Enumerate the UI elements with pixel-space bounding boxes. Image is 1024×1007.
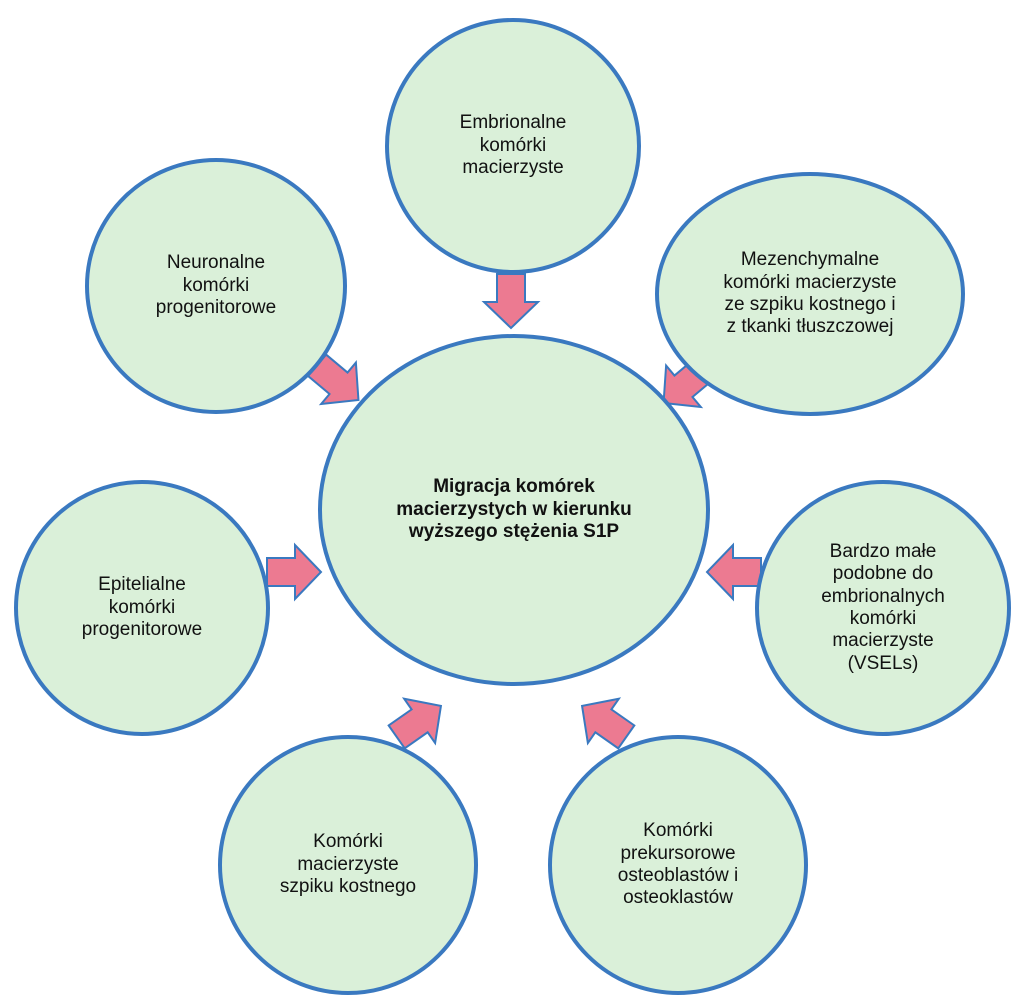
node-vsels-label: Bardzo małe podobne do embrionalnych kom… bbox=[821, 540, 945, 674]
node-prekursorowe: Komórki prekursorowe osteoblastów i oste… bbox=[548, 735, 808, 995]
node-mezenchymalne-label: Mezenchymalne komórki macierzyste ze szp… bbox=[723, 249, 897, 338]
arrow-from-neuronalne bbox=[306, 353, 360, 406]
node-embrionalne: Embrionalne komórki macierzyste bbox=[385, 18, 641, 274]
arrow-from-szpiku bbox=[387, 697, 443, 750]
arrow-from-prekursorowe bbox=[580, 697, 636, 750]
node-vsels: Bardzo małe podobne do embrionalnych kom… bbox=[755, 480, 1011, 736]
node-center-migracja: Migracja komórek macierzystych w kierunk… bbox=[318, 334, 710, 686]
node-szpiku: Komórki macierzyste szpiku kostnego bbox=[218, 735, 478, 995]
node-mezenchymalne: Mezenchymalne komórki macierzyste ze szp… bbox=[655, 172, 965, 416]
node-embrionalne-label: Embrionalne komórki macierzyste bbox=[459, 112, 567, 179]
node-prekursorowe-label: Komórki prekursorowe osteoblastów i oste… bbox=[617, 820, 739, 909]
node-szpiku-label: Komórki macierzyste szpiku kostnego bbox=[279, 831, 417, 898]
node-neuronalne: Neuronalne komórki progenitorowe bbox=[85, 158, 347, 414]
node-neuronalne-label: Neuronalne komórki progenitorowe bbox=[155, 252, 277, 319]
node-center-label: Migracja komórek macierzystych w kierunk… bbox=[396, 476, 632, 543]
node-epitelialne-label: Epitelialne komórki progenitorowe bbox=[81, 574, 203, 641]
node-epitelialne: Epitelialne komórki progenitorowe bbox=[14, 480, 270, 736]
arrow-from-vsels bbox=[705, 542, 762, 602]
arrow-from-embrionalne bbox=[481, 273, 541, 330]
arrow-from-epitelialne bbox=[266, 542, 323, 602]
